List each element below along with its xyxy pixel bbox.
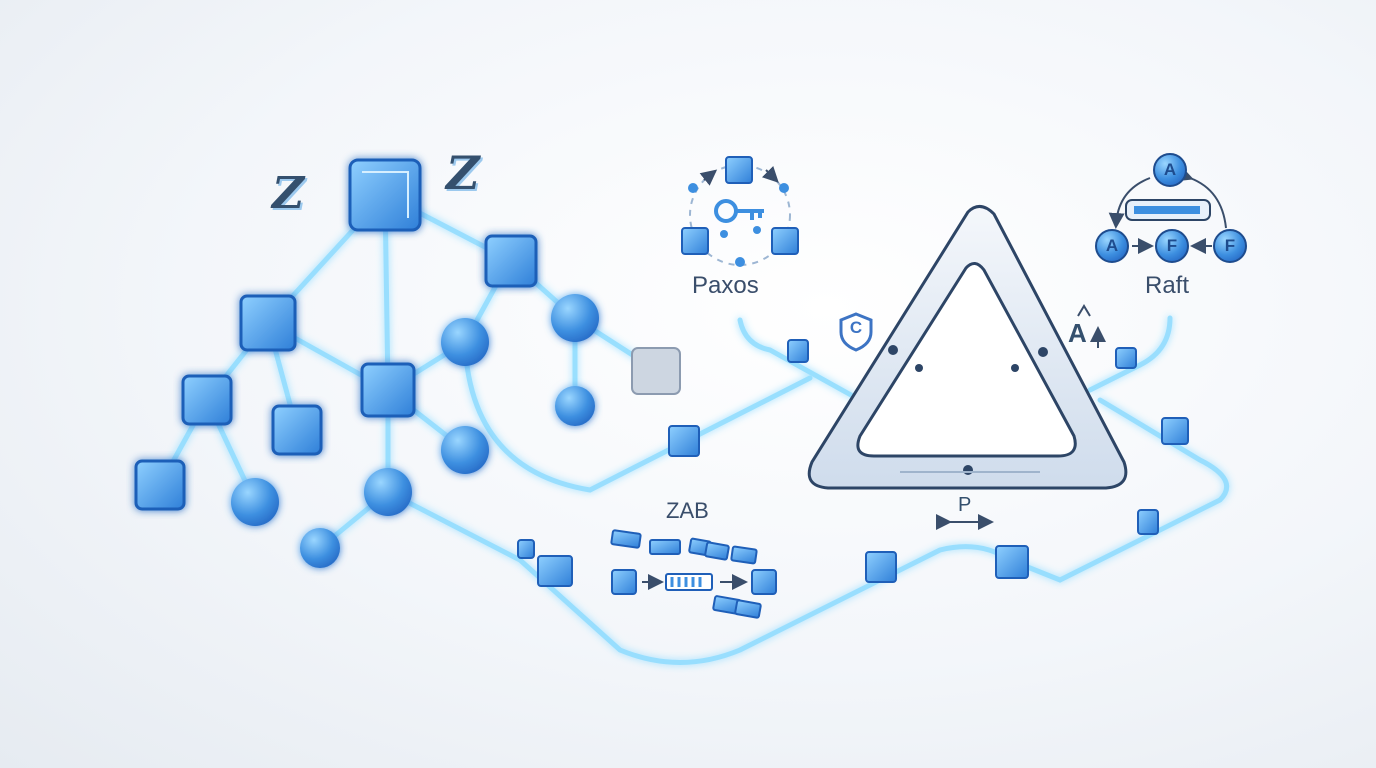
node-sphere-icon xyxy=(441,318,489,366)
message-packet-icon xyxy=(865,551,897,583)
node-cube-icon xyxy=(360,362,416,418)
message-packet-icon xyxy=(995,545,1029,579)
node-cube-icon xyxy=(271,404,323,456)
message-packet-icon xyxy=(668,425,700,457)
node-cube-icon xyxy=(181,374,233,426)
raft-label: Raft xyxy=(1145,272,1190,299)
log-entry-icon xyxy=(734,599,762,619)
paxos-ring xyxy=(681,156,799,267)
node-sphere-icon xyxy=(441,426,489,474)
message-packet-icon xyxy=(787,339,809,363)
partition-label: P xyxy=(958,494,972,516)
raft-node-middle-label: F xyxy=(1166,236,1178,255)
raft-node-left-label: A xyxy=(1105,236,1119,255)
zab-label: ZAB xyxy=(666,498,709,523)
message-packet-icon xyxy=(1137,509,1159,535)
message-packet-icon xyxy=(517,539,535,559)
raft-node-top-label: A xyxy=(1163,160,1177,179)
sphere-nodes xyxy=(231,294,599,568)
node-sphere-icon xyxy=(364,468,412,516)
raft-cluster xyxy=(1095,153,1247,263)
zookeeper-z-right-icon: Z xyxy=(446,146,480,200)
cap-triangle xyxy=(807,205,1128,490)
key-icon xyxy=(714,199,764,223)
zab-log xyxy=(610,529,777,619)
node-sphere-icon xyxy=(300,528,340,568)
message-packet-icon xyxy=(537,555,573,587)
node-sphere-icon xyxy=(231,478,279,526)
node-cube-icon xyxy=(239,294,297,352)
node-cube-icon xyxy=(484,234,538,288)
log-entry-icon xyxy=(730,545,758,565)
node-sphere-icon xyxy=(555,386,595,426)
cube-nodes xyxy=(134,158,681,511)
log-entry-icon xyxy=(704,541,730,561)
node-sphere-icon xyxy=(551,294,599,342)
node-cube-icon xyxy=(134,459,186,511)
log-entry-icon xyxy=(610,529,642,549)
log-entry-icon xyxy=(649,539,681,555)
grey-node-cube-icon xyxy=(631,347,681,395)
message-packet-icon xyxy=(1115,347,1137,369)
consistency-label: C xyxy=(849,318,863,337)
shield-icon: C xyxy=(838,312,874,352)
zookeeper-z-left-icon: Z xyxy=(272,168,305,219)
paxos-label: Paxos xyxy=(692,272,759,299)
availability-label: A xyxy=(1068,318,1087,348)
message-packets xyxy=(517,339,1189,587)
root-node-cube-icon xyxy=(348,158,422,232)
message-packet-icon xyxy=(1161,417,1189,445)
raft-node-right-label: F xyxy=(1224,236,1236,255)
